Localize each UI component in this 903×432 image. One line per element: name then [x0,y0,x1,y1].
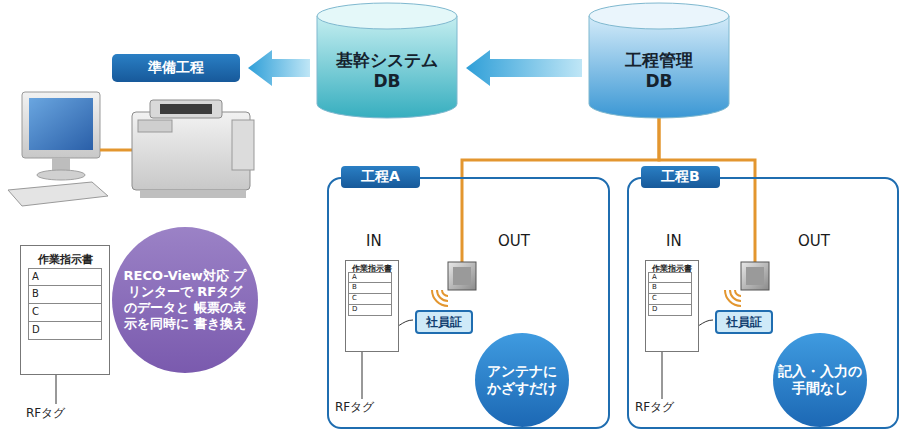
table-cell: C [648,294,692,305]
node-text: RECO-View対応 プリンターで RFタグのデータと 帳票の表示を同時に 書… [123,268,247,333]
table-cell: B [28,286,102,304]
printer [132,100,254,198]
region-tab: 工程A [341,166,420,188]
node-text: 工程管理 DB [618,50,700,93]
table-cell: A [648,272,692,283]
stage-label: 準備工程 [112,54,240,82]
text-label: OUT [798,232,830,250]
text-label: RFタグ [26,406,65,420]
id-card-box: 社員証 [715,310,773,334]
flow-arrow [248,50,310,86]
text-label: OUT [498,232,530,250]
node-text: 準備工程 [148,59,204,77]
node-text: 記入・入力の 手間なし [776,363,864,398]
table-cell: D [648,305,692,316]
node-text: 基幹システム DB [332,50,442,93]
node-text: 社員証 [726,315,762,330]
table-cell: B [648,283,692,294]
text-label: IN [366,232,382,250]
table-cell: D [348,305,392,316]
text-label: RFタグ [335,400,374,414]
node-text: 社員証 [426,315,462,330]
table-cell: A [348,272,392,283]
network-line [462,118,659,178]
table-cell: D [28,322,102,340]
table-cell: C [348,294,392,305]
table-cell: A [28,268,102,286]
callout-circle: 記入・入力の 手間なし [772,332,868,428]
callout-circle: アンテナに かざすだけ [474,332,570,428]
table-cell: B [348,283,392,294]
database-cylinder: 基幹システム DB [316,2,458,118]
computer [8,92,132,206]
callout-circle: RECO-View対応 プリンターで RFタグのデータと 帳票の表示を同時に 書… [111,226,259,374]
flow-arrow [466,50,582,86]
database-cylinder: 工程管理 DB [588,2,730,118]
region-tab: 工程B [641,166,720,188]
text-label: IN [666,232,682,250]
node-text: アンテナに かざすだけ [482,363,562,398]
node-text: 作業指示書 [21,253,109,267]
id-card-box: 社員証 [415,310,473,334]
table-cell: C [28,304,102,322]
text-label: RFタグ [635,400,674,414]
